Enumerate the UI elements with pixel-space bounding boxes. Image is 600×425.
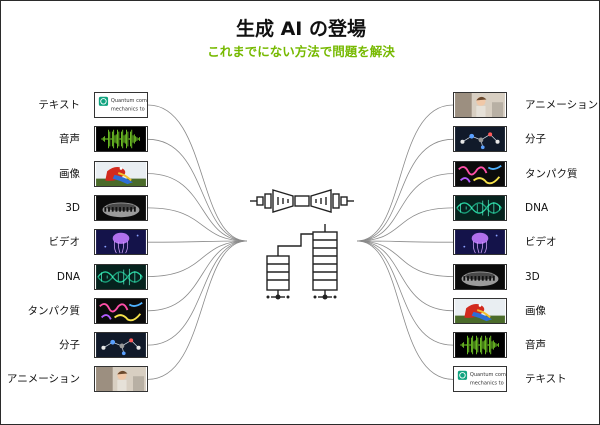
left-connector-line <box>147 240 248 380</box>
page-subtitle: これまでにない方法で問題を解決 <box>207 44 395 59</box>
right-connector-line <box>356 138 454 242</box>
right-connector-line <box>356 173 454 242</box>
right-modality-label: 3D <box>525 270 540 283</box>
left-modality-label: アニメーション <box>6 373 80 386</box>
right-connector-line <box>356 240 454 312</box>
parrot-thumbnail <box>453 297 507 324</box>
right-modality-label: テキスト <box>525 373 567 386</box>
right-modality-label: 分子 <box>525 133 546 146</box>
molecule-thumbnail <box>94 332 148 359</box>
audio-thumbnail <box>94 126 148 153</box>
dna-thumbnail <box>94 263 148 290</box>
left-connector-line <box>147 138 248 242</box>
right-connector-line <box>356 240 454 380</box>
right-modality-label: 画像 <box>525 304 546 317</box>
left-connector-line <box>147 173 248 242</box>
left-modality-label: タンパク質 <box>27 304 81 317</box>
text-thumbnail: Quantum com mechanics to <box>453 366 507 393</box>
molecule-thumbnail <box>453 126 507 153</box>
colosseum-thumbnail <box>453 263 507 290</box>
left-modality-label: 3D <box>65 201 80 214</box>
right-connector-line <box>356 207 454 242</box>
svg-text:Quantum com: Quantum com <box>470 373 506 379</box>
left-connector-line <box>147 104 248 242</box>
animation-thumbnail <box>94 366 148 393</box>
protein-thumbnail <box>453 160 507 187</box>
audio-thumbnail <box>453 332 507 359</box>
jellyfish-thumbnail <box>94 229 148 256</box>
left-modality-label: テキスト <box>38 99 80 111</box>
right-connector-line <box>356 240 454 277</box>
left-connector-line <box>147 240 248 312</box>
right-connector-line <box>356 240 454 346</box>
generative-model-icon <box>250 189 354 300</box>
left-modality-label: ビデオ <box>48 236 81 249</box>
left-connector-line <box>147 240 248 346</box>
parrot-thumbnail <box>94 160 148 187</box>
right-connector-line <box>356 104 454 242</box>
dna-thumbnail <box>453 194 507 221</box>
left-modality-label: 分子 <box>59 339 80 352</box>
right-modality-label: タンパク質 <box>525 167 578 180</box>
right-modality-label: DNA <box>525 201 549 214</box>
svg-text:Quantum com: Quantum com <box>111 98 147 104</box>
right-modality-label: 音声 <box>525 339 546 352</box>
animation-thumbnail <box>453 92 507 118</box>
svg-text:mechanics to: mechanics to <box>470 381 504 387</box>
right-modality-label: アニメーション <box>525 99 599 111</box>
left-connector-line <box>147 207 248 242</box>
left-connector-line <box>147 240 248 243</box>
right-modality-label: ビデオ <box>525 236 557 249</box>
right-connector-line <box>356 240 454 243</box>
jellyfish-thumbnail <box>453 229 507 256</box>
text-thumbnail: Quantum com mechanics to <box>94 92 148 118</box>
protein-thumbnail <box>94 297 148 324</box>
page-title: 生成 AI の登場 <box>235 18 366 40</box>
colosseum-thumbnail <box>94 194 148 221</box>
left-modality-label: 画像 <box>59 167 80 180</box>
left-connector-line <box>147 240 248 277</box>
left-modality-label: 音声 <box>59 133 80 146</box>
left-modality-label: DNA <box>56 270 80 283</box>
svg-text:mechanics to: mechanics to <box>111 107 145 113</box>
